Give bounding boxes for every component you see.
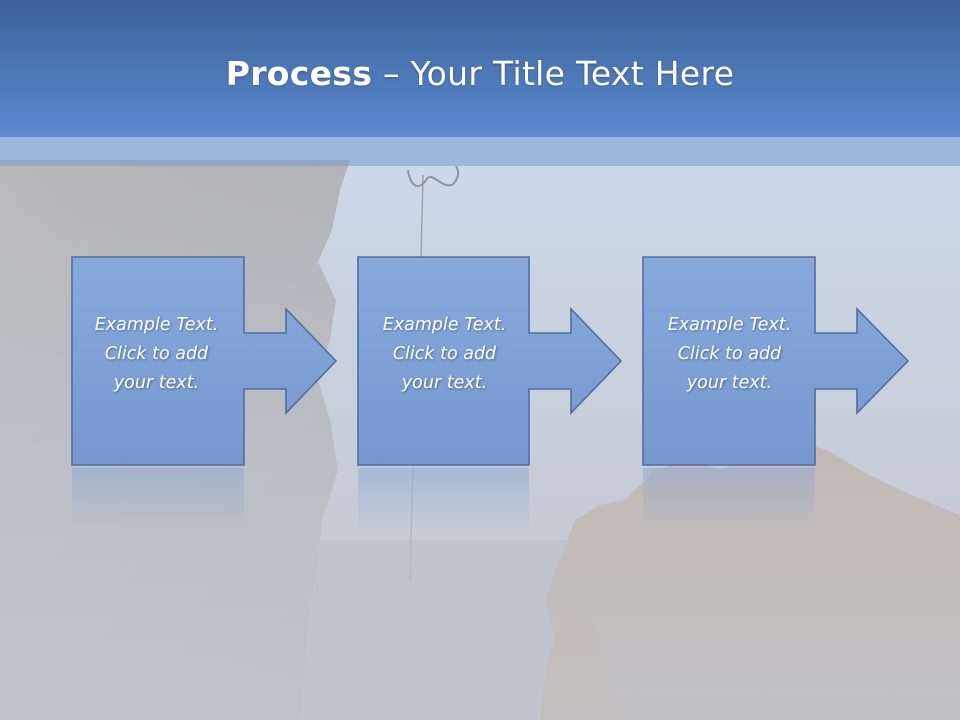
title-bold-part: Process	[225, 54, 373, 93]
title-rest: Your Title Text Here	[410, 54, 735, 93]
step-3-line-3: your text.	[686, 373, 773, 393]
step-1-shape[interactable]	[71, 256, 338, 530]
step-1-line-1: Example Text.	[94, 315, 219, 335]
step-3-reflection	[643, 468, 815, 530]
step-3-line-1: Example Text.	[667, 315, 792, 335]
step-2-shape[interactable]	[357, 256, 623, 530]
step-2-line-3: your text.	[401, 373, 488, 393]
step-2-line-1: Example Text.	[382, 315, 507, 335]
step-3-text[interactable]: Example Text. Click to add your text.	[643, 311, 816, 398]
step-1-line-3: your text.	[113, 373, 200, 393]
step-3-line-2: Click to add	[677, 344, 782, 364]
step-1-reflection	[72, 468, 244, 530]
slide-title[interactable]: Process – Your Title Text Here	[0, 52, 960, 96]
title-bar	[0, 0, 960, 137]
step-2-reflection	[358, 468, 529, 530]
step-3-shape[interactable]	[642, 256, 910, 530]
step-2-line-2: Click to add	[392, 344, 497, 364]
title-accent-strip	[0, 137, 960, 166]
step-2-text[interactable]: Example Text. Click to add your text.	[358, 311, 531, 398]
step-1-line-2: Click to add	[104, 344, 209, 364]
title-separator: –	[372, 54, 411, 93]
step-1-text[interactable]: Example Text. Click to add your text.	[70, 311, 243, 398]
